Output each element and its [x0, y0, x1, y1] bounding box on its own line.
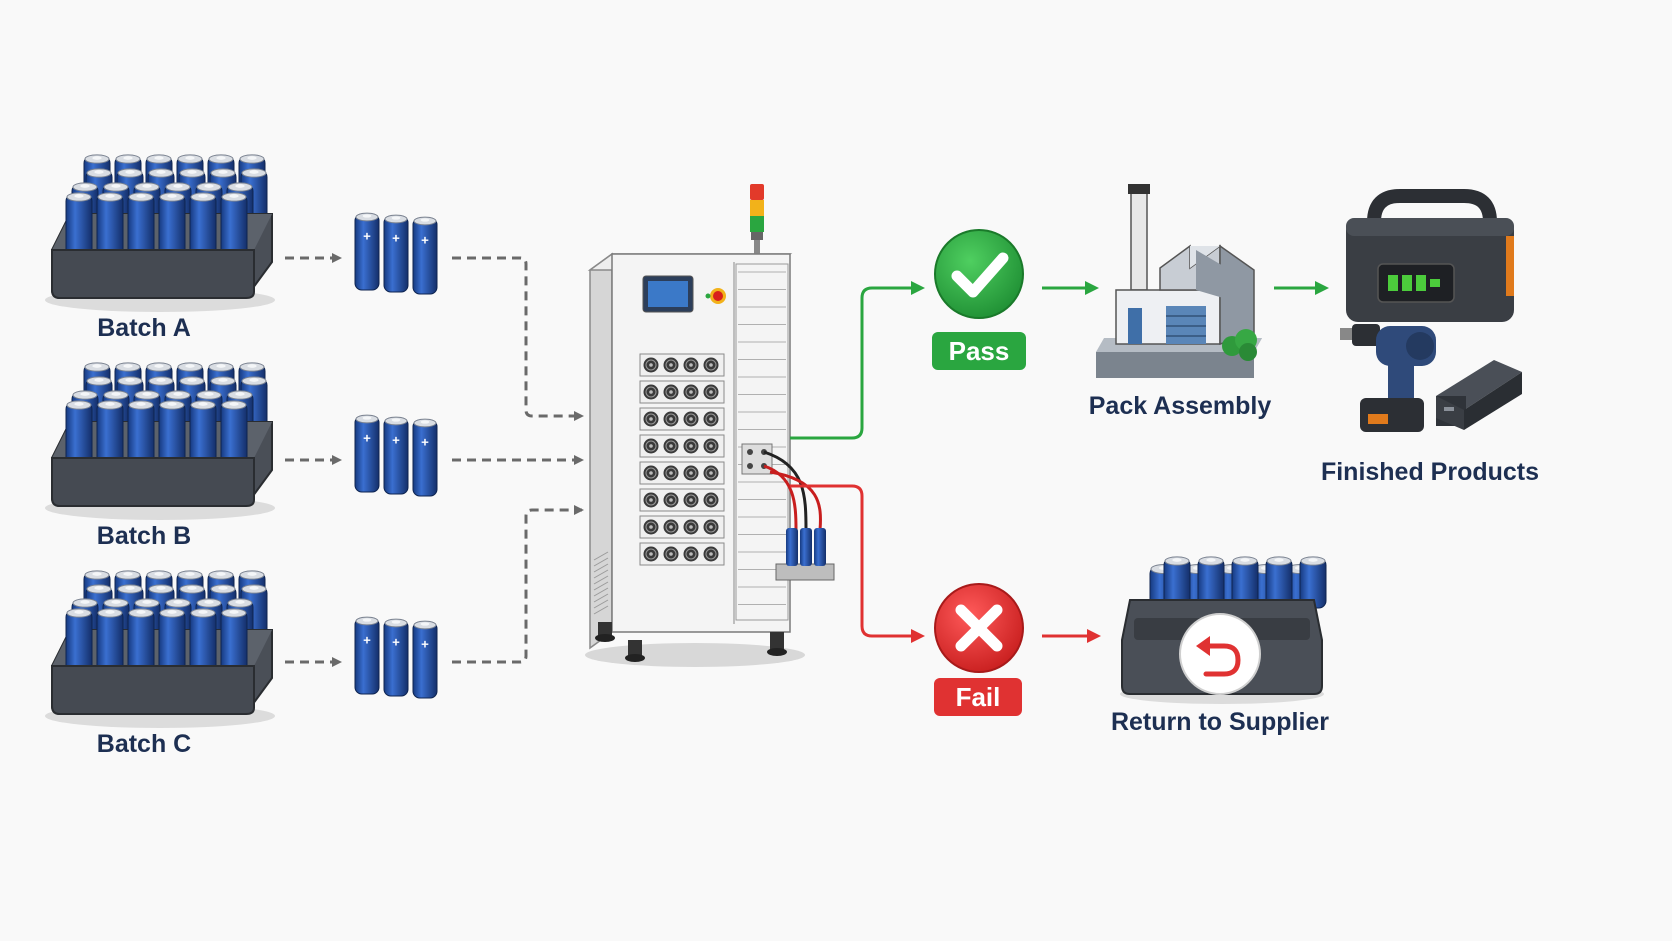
batch-a-tray	[45, 154, 275, 312]
arrow-sample-c-to-tester	[452, 505, 584, 664]
batch-b-tray	[45, 362, 275, 520]
power-bank-icon	[1436, 360, 1522, 430]
svg-text:+: +	[421, 637, 429, 652]
fail-badge: Fail	[934, 678, 1022, 716]
arrow-sample-a-to-tester	[452, 256, 584, 421]
svg-text:+: +	[421, 435, 429, 450]
cross-icon	[934, 583, 1024, 673]
svg-text:+: +	[392, 433, 400, 448]
sample-cells-c: + + +	[354, 616, 438, 699]
batch-c-tray	[45, 570, 275, 728]
sample-cells-b: + + +	[354, 414, 438, 497]
return-arrow-icon	[1179, 613, 1261, 695]
batch-a-label: Batch A	[97, 314, 191, 342]
svg-text:+: +	[363, 229, 371, 244]
svg-text:+: +	[421, 233, 429, 248]
power-station-icon	[1346, 189, 1514, 322]
svg-text:+: +	[363, 431, 371, 446]
sample-cells-a: + + +	[354, 212, 438, 295]
pass-badge: Pass	[932, 332, 1026, 370]
svg-text:+: +	[363, 633, 371, 648]
test-cabinet-icon	[585, 184, 835, 667]
drill-icon	[1340, 324, 1436, 432]
check-icon	[934, 229, 1024, 319]
batch-b-label: Batch B	[96, 522, 192, 550]
arrow-tester-to-fail	[790, 484, 925, 643]
pack-assembly-label: Pack Assembly	[1088, 392, 1272, 420]
svg-text:+: +	[392, 231, 400, 246]
batch-c-label: Batch C	[96, 730, 192, 758]
return-to-supplier-label: Return to Supplier	[1110, 708, 1330, 736]
arrow-tester-to-pass	[790, 281, 925, 440]
svg-text:+: +	[392, 635, 400, 650]
factory-icon	[1096, 184, 1262, 378]
finished-products-label: Finished Products	[1320, 458, 1540, 486]
